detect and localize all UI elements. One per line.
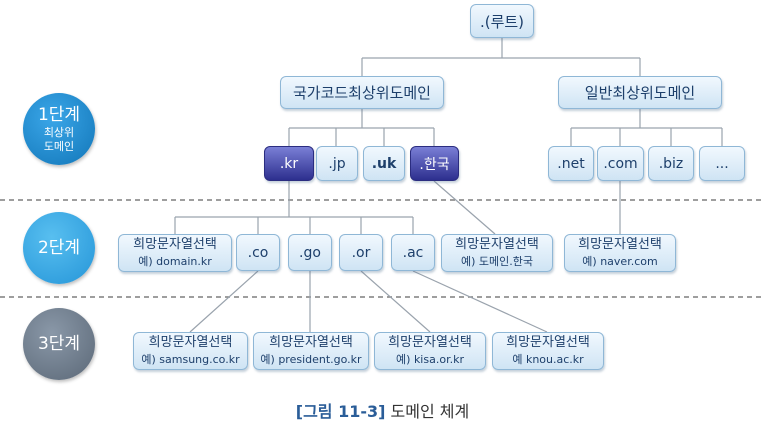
second-level-node-or: .or <box>339 234 383 271</box>
level-1-sub-label-2: 도메인 <box>43 139 75 153</box>
domain-node-hangul: .한국 <box>410 146 459 181</box>
choice-node-samsung: 희망문자열선택 예) samsung.co.kr <box>133 332 248 370</box>
choice-node-kisa: 희망문자열선택 예) kisa.or.kr <box>374 332 486 370</box>
domain-node-com: .com <box>597 146 644 181</box>
figure-number: [그림 11-3] <box>295 402 386 421</box>
link-kr-second-level <box>174 181 414 234</box>
level-1-sub-label-1: 최상위 <box>43 125 75 139</box>
second-level-node-co: .co <box>236 234 280 271</box>
level-3-circle: 3단계 <box>23 308 95 380</box>
link-generic-domains <box>570 109 723 146</box>
link-cc-domains <box>288 109 435 146</box>
link-co-samsung <box>189 270 259 333</box>
domain-label-com: .com <box>603 155 638 172</box>
domain-node-jp: .jp <box>316 146 358 181</box>
second-level-label-ac: .ac <box>402 244 424 261</box>
link-hangul-example <box>433 180 496 235</box>
domain-label-net: .net <box>557 155 585 172</box>
example-label-hangul: 예) 도메인.한국 <box>460 255 533 268</box>
figure-title: 도메인 체계 <box>390 402 470 421</box>
domain-node-net: .net <box>548 146 594 181</box>
example-label-kr: 예) domain.kr <box>138 255 212 268</box>
domain-label-kr: .kr <box>279 155 299 172</box>
choice-label-kr: 희망문자열선택 <box>133 237 217 252</box>
domain-node-kr: .kr <box>264 146 314 181</box>
example-label-com: 예) naver.com <box>582 255 658 268</box>
second-level-label-go: .go <box>299 244 321 261</box>
domain-label-uk: .uk <box>371 155 397 172</box>
link-or-kisa <box>360 270 431 333</box>
choice-label-knou: 희망문자열선택 <box>506 335 590 350</box>
second-level-node-go: .go <box>288 234 332 271</box>
choice-node-com: 희망문자열선택 예) naver.com <box>564 234 676 272</box>
generic-tld-label: 일반최상위도메인 <box>584 84 696 102</box>
link-root-tlds <box>361 38 641 76</box>
second-level-label-co: .co <box>247 244 269 261</box>
domain-node-uk: .uk <box>363 146 405 181</box>
choice-node-hangul: 희망문자열선택 예) 도메인.한국 <box>441 234 553 272</box>
cc-tld-label: 국가코드최상위도메인 <box>292 84 431 102</box>
level-2-label: 2단계 <box>37 237 81 258</box>
second-level-label-or: .or <box>351 244 371 261</box>
example-label-samsung: 예) samsung.co.kr <box>141 353 240 366</box>
level-1-circle: 1단계 최상위 도메인 <box>23 93 95 165</box>
domain-node-more: ... <box>699 146 745 181</box>
domain-label-hangul: .한국 <box>419 156 450 173</box>
domain-node-biz: .biz <box>648 146 694 181</box>
choice-label-president: 희망문자열선택 <box>269 335 353 350</box>
domain-label-more: ... <box>715 155 729 172</box>
example-label-president: 예) president.go.kr <box>260 353 362 366</box>
generic-tld-node: 일반최상위도메인 <box>558 76 722 109</box>
example-label-kisa: 예) kisa.or.kr <box>396 353 464 366</box>
figure-caption: [그림 11-3] 도메인 체계 <box>0 398 765 422</box>
level-1-label: 1단계 <box>37 104 81 125</box>
level-2-circle: 2단계 <box>23 212 95 284</box>
level-3-label: 3단계 <box>37 333 81 354</box>
domain-label-biz: .biz <box>658 155 684 172</box>
choice-node-president: 희망문자열선택 예) president.go.kr <box>253 332 369 370</box>
choice-node-knou: 희망문자열선택 예 knou.ac.kr <box>492 332 604 370</box>
choice-label-com: 희망문자열선택 <box>578 237 662 252</box>
example-label-knou: 예 knou.ac.kr <box>512 353 584 366</box>
domain-label-jp: .jp <box>328 155 346 172</box>
second-level-node-ac: .ac <box>391 234 435 271</box>
cc-tld-node: 국가코드최상위도메인 <box>280 76 444 109</box>
choice-label-hangul: 희망문자열선택 <box>455 237 539 252</box>
link-ac-knou <box>412 270 548 333</box>
root-label: .(루트) <box>479 12 525 31</box>
choice-label-kisa: 희망문자열선택 <box>388 335 472 350</box>
root-node: .(루트) <box>470 4 534 38</box>
choice-node-kr: 희망문자열선택 예) domain.kr <box>118 234 232 272</box>
choice-label-samsung: 희망문자열선택 <box>148 335 233 350</box>
